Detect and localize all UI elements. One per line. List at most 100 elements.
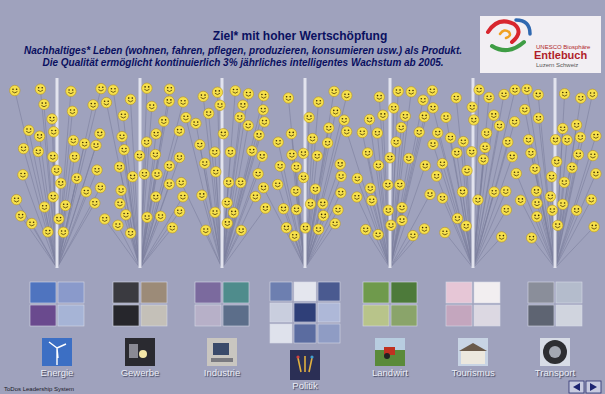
smiley-eye: [410, 234, 412, 236]
smiley-mouth: [45, 233, 50, 234]
smiley-face: [167, 223, 177, 233]
smiley-eye: [58, 181, 60, 183]
smiley-face: [451, 93, 461, 103]
smiley-mouth: [98, 189, 103, 190]
smiley-eye: [589, 198, 591, 200]
smiley: [586, 194, 596, 204]
branch-line: [222, 156, 262, 268]
smiley: [451, 93, 461, 103]
smiley: [164, 84, 174, 94]
smiley-eye: [460, 190, 462, 192]
smiley-mouth: [180, 198, 185, 199]
smiley-mouth: [385, 186, 390, 187]
logo-swirl: [500, 30, 510, 38]
smiley-eye: [578, 135, 580, 137]
smiley-face: [509, 117, 519, 127]
smiley-eye: [246, 92, 248, 94]
smiley-eye: [406, 114, 408, 116]
smiley-mouth: [261, 97, 266, 98]
smiley: [440, 227, 450, 237]
smiley-eye: [54, 155, 56, 157]
branch-line: [292, 155, 305, 268]
smiley-eye: [204, 94, 206, 96]
smiley-face: [467, 147, 477, 157]
smiley-eye: [228, 221, 230, 223]
smiley: [39, 99, 49, 109]
smiley-face: [178, 97, 188, 107]
smiley: [254, 130, 264, 140]
branch-line: [15, 90, 57, 268]
smiley: [259, 117, 269, 127]
smiley-eye: [238, 181, 240, 183]
smiley: [291, 204, 301, 214]
branch-line: [57, 134, 100, 268]
smiley: [195, 140, 205, 150]
smiley-face: [571, 120, 581, 130]
smiley-face: [147, 101, 157, 111]
smiley-eye: [212, 150, 214, 152]
smiley-mouth: [376, 167, 381, 168]
smiley-mouth: [470, 108, 475, 109]
smiley-face: [406, 87, 416, 97]
smiley-eye: [167, 99, 169, 101]
smiley-eye: [530, 138, 532, 140]
smiley-eye: [225, 201, 227, 203]
smiley: [115, 198, 125, 208]
smiley-eye: [179, 181, 181, 183]
smiley-eye: [123, 213, 125, 215]
smiley: [150, 149, 160, 159]
smiley: [503, 137, 513, 147]
industry-icon: [207, 338, 237, 366]
smiley: [397, 215, 407, 225]
smiley-face: [571, 205, 581, 215]
smiley-mouth: [354, 198, 359, 199]
smiley-face: [228, 208, 238, 218]
smiley-face: [362, 148, 372, 158]
smiley-face: [116, 185, 126, 195]
smiley-eye: [91, 103, 93, 105]
smiley-face: [372, 128, 382, 138]
smiley-eye: [123, 135, 125, 137]
smiley-mouth: [460, 193, 465, 194]
photo-tile: [294, 282, 316, 301]
smiley: [531, 186, 541, 196]
smiley-eye: [158, 214, 160, 216]
smiley-eye: [461, 140, 463, 142]
smiley-eye: [335, 208, 337, 210]
smiley-eye: [336, 222, 338, 224]
smiley-eye: [578, 123, 580, 125]
logo-swirl: [516, 20, 530, 34]
smiley-eye: [72, 89, 74, 91]
smiley-face: [281, 223, 291, 233]
smiley-eye: [122, 148, 124, 150]
smiley-mouth: [42, 208, 47, 209]
smiley-mouth: [376, 236, 381, 237]
smiley: [397, 202, 407, 212]
smiley-eye: [101, 186, 103, 188]
branch-line: [370, 119, 390, 268]
smiley-face: [127, 172, 137, 182]
smiley: [147, 101, 157, 111]
smiley-face: [195, 140, 205, 150]
smiley-face: [433, 128, 443, 138]
smiley-face: [397, 215, 407, 225]
smiley-eye: [115, 223, 117, 225]
smiley-face: [373, 160, 383, 170]
smiley-eye: [87, 190, 89, 192]
photo-tile: [474, 305, 500, 326]
smiley-eye: [562, 92, 564, 94]
branch-line: [390, 194, 430, 268]
smiley-mouth: [534, 192, 539, 193]
smiley-eye: [314, 137, 316, 139]
smiley-face: [553, 220, 563, 230]
smiley: [550, 135, 560, 145]
smiley: [273, 137, 283, 147]
smiley: [118, 110, 128, 120]
tyre: [543, 340, 567, 364]
smiley-mouth: [313, 190, 318, 191]
smiley-mouth: [158, 217, 163, 218]
smiley-eye: [568, 138, 570, 140]
smiley-eye: [539, 93, 541, 95]
smiley-eye: [492, 190, 494, 192]
smiley-eye: [548, 195, 550, 197]
